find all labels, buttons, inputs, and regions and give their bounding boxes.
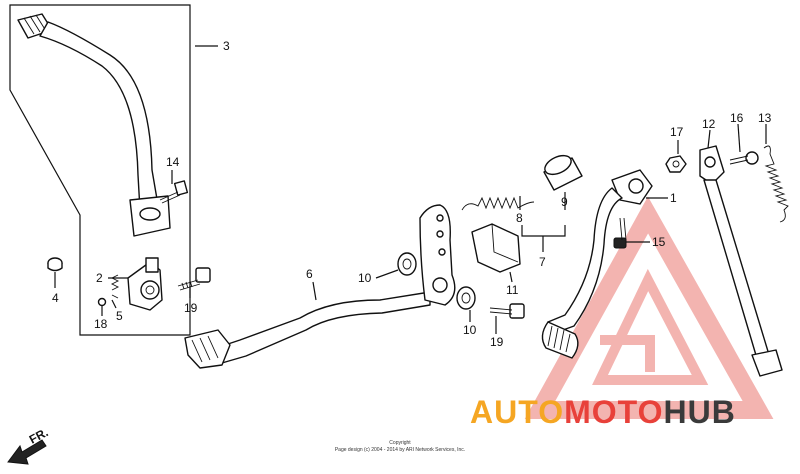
front-direction-arrow [7,439,47,465]
collar-9 [543,154,583,191]
cap-4 [47,257,63,272]
nut-17 [665,155,687,173]
stopper-11 [471,223,521,273]
callout-17: 17 [670,125,684,139]
callout-12: 12 [702,117,716,131]
callout-4: 4 [52,291,59,305]
callout-9: 9 [561,195,568,209]
bolt-15 [613,217,627,249]
callout-15: 15 [652,235,666,249]
callout-8: 8 [516,211,523,225]
callout-13: 13 [758,111,772,125]
kickstarter-pivot [127,257,163,311]
spring-8 [461,196,535,211]
brake-pedal [184,204,456,369]
callout-5: 5 [116,309,123,323]
watermark-hub: HUB [663,394,736,430]
bolt-19-right [489,303,525,319]
leader-lines [54,45,767,334]
watermark-wordmark: AUTOMOTOHUB [470,394,736,431]
bolt-14 [159,180,189,204]
copyright-line: Page design (c) 2004 - 2014 by ARI Netwo… [334,447,466,453]
callout-6: 6 [306,267,313,281]
kickstarter-group-outline [9,4,191,336]
callout-1: 1 [670,191,677,205]
washer-10-left [397,252,417,276]
callout-2: 2 [96,271,103,285]
callout-11: 11 [506,283,519,297]
kickstarter-arm [17,13,171,237]
watermark-auto: AUTO [470,394,565,430]
callout-10-right: 10 [463,323,477,337]
side-stand [699,145,783,377]
spring-13 [763,145,789,223]
watermark-logo [524,196,774,419]
callout-18: 18 [94,317,108,331]
gear-change-pedal [541,169,653,359]
callout-19-left: 19 [184,301,198,315]
callout-10-left: 10 [358,271,372,285]
ball-18 [97,297,107,307]
washer-10-right [456,286,476,310]
callout-14: 14 [166,155,180,169]
callout-3: 3 [223,39,230,53]
callout-7: 7 [539,255,546,269]
bolt-16 [729,151,759,165]
callout-19-right: 19 [490,335,504,349]
copyright-title: Copyright [389,440,411,446]
watermark-moto: MOTO [564,394,664,430]
bolt-19-left [177,267,211,291]
callout-16: 16 [730,111,744,125]
